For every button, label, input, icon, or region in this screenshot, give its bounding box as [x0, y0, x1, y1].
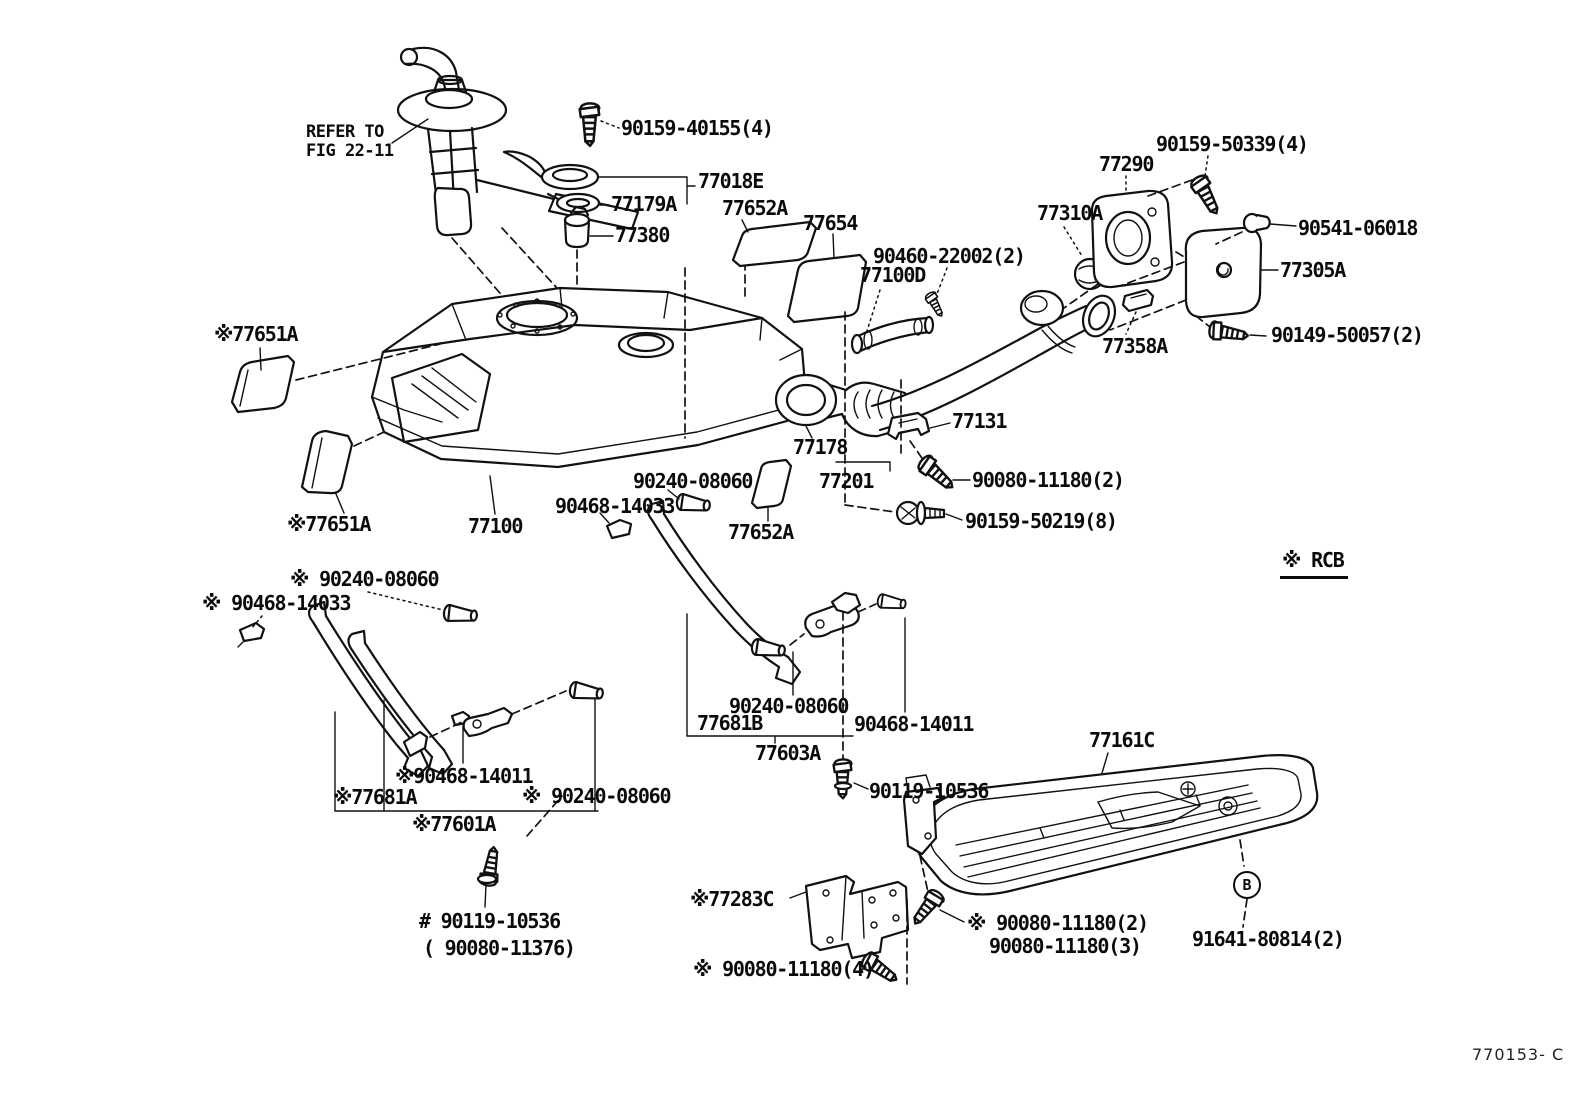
- part-label-77310A: 77310A: [1037, 201, 1103, 225]
- part-label-90468-14033-1: 90468-14033: [555, 494, 675, 518]
- part-label-90240-08060-2: ※ 90240-08060: [290, 567, 440, 591]
- fuel-inlet-parts-drawing: [1063, 155, 1297, 347]
- part-label-90080-11376: ( 90080-11376): [423, 936, 576, 960]
- part-label-77681A: ※77681A: [333, 785, 418, 809]
- part-label-77601A: ※77601A: [412, 812, 497, 836]
- part-label-77603A: 77603A: [755, 741, 821, 765]
- filler-pipe-drawing: [774, 226, 1117, 526]
- part-label-90541-06018: 90541-06018: [1298, 216, 1418, 240]
- part-label-90119-10536-1: 90119-10536: [869, 779, 989, 803]
- note-refer-line1: REFER TO: [306, 122, 384, 142]
- part-label-77161C: 77161C: [1089, 728, 1155, 752]
- part-label-77283C: ※77283C: [690, 887, 775, 911]
- part-label-90159-50219: 90159-50219(8): [965, 509, 1118, 533]
- part-label-77380: 77380: [615, 223, 670, 247]
- part-label-77100D: 77100D: [860, 263, 926, 287]
- part-label-90149-50057: 90149-50057(2): [1271, 323, 1424, 347]
- part-label-90080-11180-4: ※ 90080-11180(4): [693, 957, 875, 981]
- part-label-77131: 77131: [952, 409, 1007, 433]
- part-label-90240-08060-3: 90240-08060: [729, 694, 849, 718]
- tank-band-bolt-drawing: [476, 844, 505, 908]
- part-label-91641-80814: 91641-80814(2): [1192, 927, 1345, 951]
- part-label-90080-11180-2b: ※ 90080-11180(2): [967, 911, 1149, 935]
- part-label-77178: 77178: [793, 435, 848, 459]
- part-label-90240-08060-4: ※ 90240-08060: [522, 784, 672, 808]
- part-label-90468-14011-2: ※90468-14011: [395, 764, 534, 788]
- circled-marker-b: B: [1233, 871, 1261, 899]
- part-label-77358A: 77358A: [1102, 334, 1168, 358]
- part-label-77305A: 77305A: [1280, 258, 1346, 282]
- fuel-tank-drawing: [370, 261, 808, 515]
- tank-cap-parts-drawing: [502, 102, 696, 293]
- part-label-90080-11180-3: 90080-11180(3): [989, 934, 1142, 958]
- fuel-pump-assembly-drawing: [391, 46, 640, 301]
- skid-plate-drawing: [902, 752, 1319, 930]
- part-label-77651A-top: ※77651A: [214, 322, 299, 346]
- note-refer-line2: FIG 22-11: [306, 141, 394, 161]
- part-label-90119-10536-2: # 90119-10536: [419, 909, 561, 933]
- figure-code: 770153- C: [1472, 1045, 1565, 1064]
- part-label-90159-40155: 90159-40155(4): [621, 116, 774, 140]
- part-label-77651A-bottom: ※77651A: [287, 512, 372, 536]
- part-label-90240-08060-1: 90240-08060: [633, 469, 753, 493]
- part-label-77652A-top: 77652A: [722, 196, 788, 220]
- part-label-77654: 77654: [803, 211, 858, 235]
- part-label-77179A: 77179A: [611, 192, 677, 216]
- part-label-90468-14011-1: 90468-14011: [854, 712, 974, 736]
- part-label-77652A-bottom: 77652A: [728, 520, 794, 544]
- note-rcb: ※ RCB: [1280, 550, 1348, 579]
- part-label-90460-22002: 90460-22002(2): [873, 244, 1026, 268]
- part-label-90159-50339: 90159-50339(4): [1156, 132, 1309, 156]
- support-bracket-drawing: [789, 874, 910, 989]
- part-label-90080-11180-2a: 90080-11180(2): [972, 468, 1125, 492]
- part-label-77018E: 77018E: [698, 169, 764, 193]
- part-label-77681B: 77681B: [697, 711, 763, 735]
- right-tank-band-drawing: [646, 499, 908, 800]
- part-label-77100: 77100: [468, 514, 523, 538]
- part-label-77201: 77201: [819, 469, 874, 493]
- left-tank-bands-drawing: [237, 591, 605, 837]
- protector-pads-drawing: [230, 219, 868, 540]
- part-label-90468-14033-2: ※ 90468-14033: [202, 591, 352, 615]
- part-label-77290: 77290: [1099, 152, 1154, 176]
